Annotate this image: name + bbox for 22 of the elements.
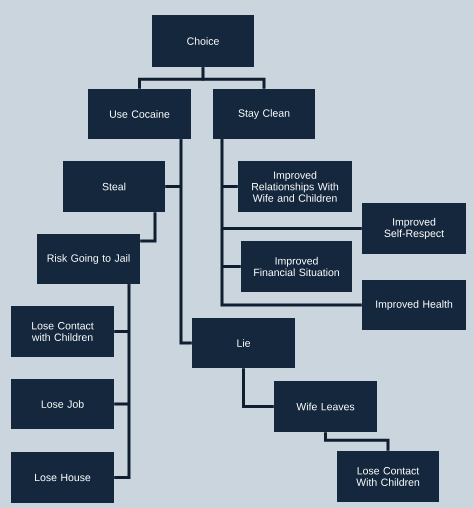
box: Use Cocaine [88, 89, 191, 139]
box: Lose Contact with Children [11, 306, 114, 357]
box: Steal [63, 161, 165, 212]
box: Wife Leaves [274, 381, 377, 432]
connector-line [140, 212, 156, 242]
box: Stay Clean [213, 89, 315, 139]
connector-line [114, 284, 130, 479]
box: Risk Going to Jail [37, 234, 140, 284]
box: Improved Self-Respect [362, 203, 466, 254]
box: Lose Contact With Children [337, 451, 439, 502]
connector-line [242, 368, 274, 408]
connector-line [220, 139, 362, 306]
connector-line [180, 139, 192, 344]
box: Lie [192, 318, 295, 368]
connector-line [324, 432, 390, 451]
box: Improved Relationships With Wife and Children [238, 161, 352, 212]
box: Lose Job [11, 379, 114, 429]
box: Choice [152, 15, 254, 67]
connector-line [202, 67, 266, 89]
box: Improved Health [362, 280, 466, 330]
box: Improved Financial Situation [241, 241, 352, 292]
box: Lose House [11, 452, 114, 503]
